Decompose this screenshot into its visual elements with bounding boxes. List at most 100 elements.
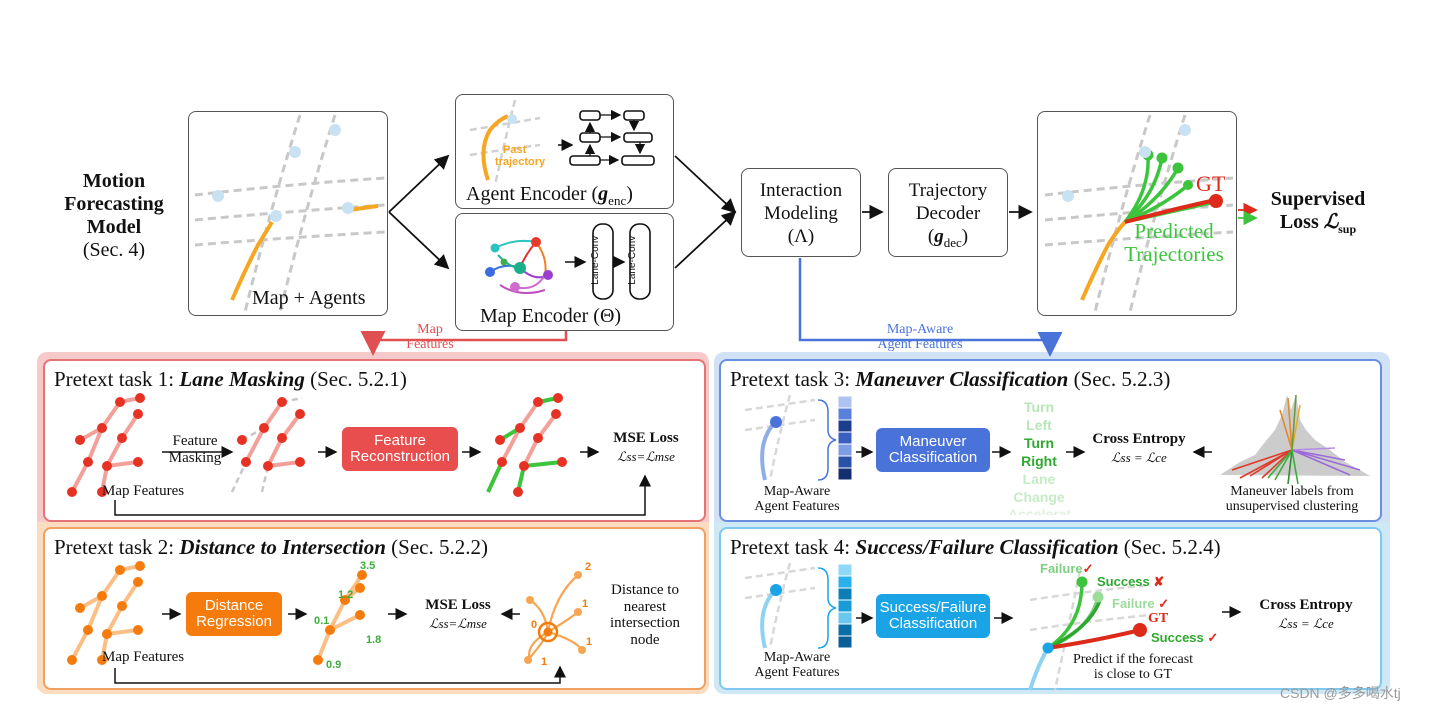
task4-loss-title: Cross Entropy	[1259, 597, 1353, 613]
task4-panel	[719, 527, 1382, 690]
agent-encoder-symbol: g	[598, 183, 609, 205]
past-trajectory-line2: trajectory	[495, 156, 546, 169]
task3-prefix: Pretext task 3:	[730, 367, 856, 391]
predict-line1: Predict if the forecast	[1072, 652, 1194, 667]
task2-prefix: Pretext task 2:	[54, 535, 180, 559]
task3-agent-scene	[744, 394, 837, 481]
distance-line1: Distance to	[611, 582, 679, 598]
task2-value-4: 1.8	[366, 634, 382, 646]
task4-gt-label: GT	[1148, 611, 1169, 626]
task2-loss-formula: ℒss=ℒmse	[429, 615, 487, 631]
graph-number-5: 1	[541, 656, 548, 668]
distance-line4: node	[630, 631, 660, 648]
interaction-label: Interaction Modeling (Λ)	[741, 180, 861, 248]
task2-value-1: 3.5	[360, 560, 376, 572]
task4-name: Success/Failure Classification	[855, 535, 1119, 559]
supervised-loss-label: Supervised Loss ℒsup	[1258, 188, 1378, 237]
agent-encoder-sub: enc	[608, 193, 627, 208]
task2-sec: (Sec. 5.2.2)	[385, 535, 488, 559]
task4-prefix: Pretext task 4:	[730, 535, 856, 559]
decoder-line1: Trajectory	[908, 180, 988, 201]
task3-agent-label: Map-Aware Agent Features	[742, 484, 852, 515]
task2-graph-b	[313, 570, 367, 665]
success-failure-line1: Success/Failure	[879, 598, 987, 616]
task4-title: Pretext task 4: Success/Failure Classifi…	[730, 536, 1221, 558]
maneuver-cluster-graphic	[1220, 394, 1370, 485]
interaction-line2: Modeling	[764, 202, 838, 224]
map-encoder-graphic	[485, 223, 651, 300]
failure-label-1: Failure✓	[1040, 562, 1094, 576]
task2-feedback-arrow	[114, 665, 566, 684]
predicted-line2: Trajectories	[1124, 242, 1224, 267]
supervised-line1: Supervised	[1270, 188, 1366, 210]
check-icon: ✓	[1082, 561, 1094, 576]
feature-masking-line1: Feature	[172, 433, 218, 449]
watermark: CSDN @多多喝水tj	[1280, 685, 1401, 701]
supervised-loss-symbol: ℒ	[1323, 211, 1339, 233]
task1-graph-masked	[230, 396, 305, 493]
task3-name: Maneuver Classification	[855, 367, 1069, 391]
past-trajectory-line1: Past	[503, 144, 527, 156]
task3-agent-line2: Agent Features	[754, 499, 840, 515]
decoder-symbol: g	[934, 225, 944, 247]
interaction-box	[741, 168, 861, 257]
task4-feature-bar	[837, 563, 853, 649]
model-title-line2: Forecasting	[64, 193, 164, 215]
maneuver-label-7: Accelerate	[1008, 506, 1070, 515]
check-icon: ✓	[1207, 630, 1219, 645]
success-label-2: Success ✓	[1151, 631, 1218, 645]
success-text-2: Success	[1151, 630, 1204, 645]
interaction-line3: (Λ)	[787, 225, 815, 247]
task2-map-features: Map Features	[102, 649, 185, 665]
model-title-line3: Model	[86, 216, 142, 238]
task3-loss-formula: ℒss = ℒce	[1111, 449, 1167, 465]
task3-agent-line1: Map-Aware	[763, 484, 831, 499]
map-encoder-label: Map Encoder (Θ)	[480, 305, 622, 327]
prediction-scene	[1044, 114, 1234, 313]
task3-loss-title: Cross Entropy	[1092, 431, 1186, 447]
task4-agent-line1: Map-Aware	[763, 650, 831, 665]
feature-masking-line2: Masking	[168, 450, 222, 467]
task4-agent-scene	[744, 562, 837, 649]
predict-label: Predict if the forecast is close to GT	[1058, 652, 1208, 683]
maneuver-label-4: Right	[1021, 452, 1057, 469]
maneuver-label-5: Lane	[1022, 470, 1056, 487]
task1-graph-a	[67, 393, 145, 497]
maneuver-classification-line1: Maneuver	[899, 432, 967, 450]
feature-reconstruction-line2: Reconstruction	[349, 448, 451, 465]
graph-number-4: 1	[586, 636, 593, 648]
maneuver-label-2: Left	[1026, 416, 1052, 433]
distance-regression-line1: Distance	[204, 596, 264, 614]
task1-title: Pretext task 1: Lane Masking (Sec. 5.2.1…	[54, 368, 407, 390]
task1-loss: MSE Loss ℒss=ℒmse	[600, 430, 692, 463]
task1-loss-title: MSE Loss	[613, 430, 679, 446]
map-aware-line2: Agent Features	[877, 337, 963, 353]
task2-loss: MSE Loss ℒss=ℒmse	[412, 597, 504, 631]
failure-label-2: Failure ✓	[1112, 597, 1169, 611]
success-text-1: Success	[1097, 574, 1150, 589]
map-features-arrow	[360, 331, 568, 356]
task2-panel	[43, 527, 706, 690]
task1-name: Lane Masking	[179, 367, 305, 391]
cluster-line1: Maneuver labels from	[1230, 484, 1354, 499]
task1-feedback-arrow	[114, 474, 651, 516]
decoder-line2: Decoder	[915, 202, 981, 224]
distance-line3: intersection	[610, 615, 680, 631]
cluster-label: Maneuver labels from unsupervised cluste…	[1206, 484, 1378, 515]
agent-encoder-label: Agent Encoder (genc)	[466, 184, 633, 208]
feature-reconstruction-line1: Feature	[374, 431, 426, 449]
task2-graph-a	[67, 561, 145, 665]
map-aware-label: Map-Aware Agent Features	[860, 322, 980, 353]
agent-encoder-end: )	[626, 183, 633, 205]
task2-value-5: 0.9	[326, 659, 342, 671]
failure-text-2: Failure	[1112, 596, 1155, 611]
top-arrows	[388, 154, 1033, 270]
maneuver-label-6: Change	[1013, 488, 1065, 505]
failure-text-1: Failure	[1040, 561, 1083, 576]
distance-line2: nearest	[623, 598, 667, 615]
